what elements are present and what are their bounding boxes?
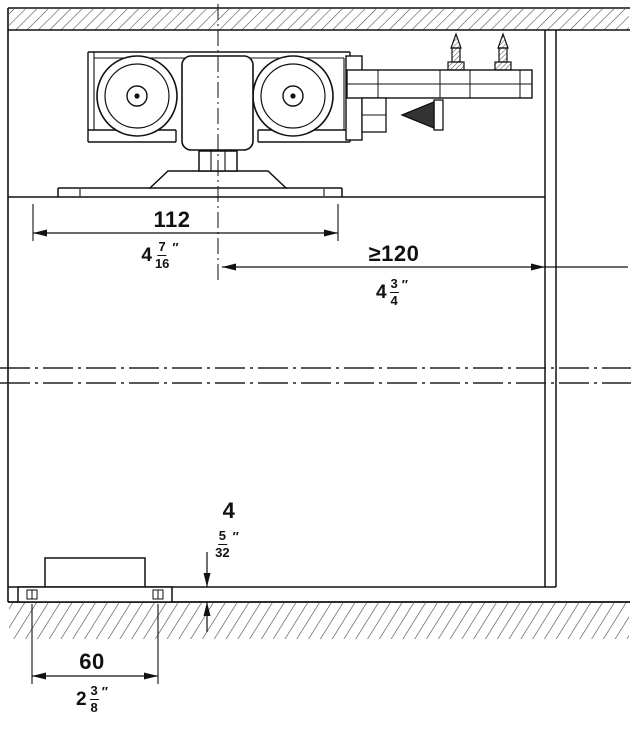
floor-section bbox=[8, 601, 630, 639]
inch-mark: ″ bbox=[232, 529, 239, 544]
fraction-numerator: 5 bbox=[217, 528, 227, 545]
stop-wedge bbox=[400, 99, 444, 131]
guide-base-plate bbox=[17, 586, 173, 603]
dimension-floor-gap bbox=[203, 552, 211, 632]
break-lines bbox=[0, 367, 631, 384]
guide-block bbox=[44, 557, 146, 588]
ceiling-screw-left bbox=[447, 32, 465, 71]
fraction-denominator: 8 bbox=[90, 699, 98, 715]
dim-120-mm-label: ≥120 bbox=[368, 241, 420, 266]
dim-4-inch-label: 5 32 ″ bbox=[215, 529, 239, 559]
floor-hatch bbox=[9, 603, 629, 639]
dimension-60 bbox=[31, 604, 159, 684]
inch-mark: ″ bbox=[172, 240, 179, 255]
arrowhead bbox=[32, 672, 46, 680]
arrowhead bbox=[324, 229, 338, 237]
imperial-fraction: 5 32 bbox=[215, 529, 229, 559]
door-leaf bbox=[8, 196, 556, 588]
arrowhead bbox=[203, 573, 211, 587]
floor-guide bbox=[17, 557, 173, 603]
fraction-numerator: 3 bbox=[389, 276, 399, 293]
fixing-bracket bbox=[346, 69, 533, 99]
dim-60-mm-label: 60 bbox=[79, 649, 105, 674]
dim-120-inch-label: 4 3 4 ″ bbox=[376, 277, 408, 307]
dim-112-inch-label: 4 7 16 ″ bbox=[141, 240, 178, 270]
ceiling-screw-right bbox=[494, 32, 512, 71]
ceiling-section bbox=[8, 7, 630, 31]
arrowhead bbox=[222, 263, 236, 271]
fraction-denominator: 4 bbox=[390, 292, 398, 308]
dimension-112 bbox=[32, 204, 339, 241]
mounting-plate bbox=[57, 170, 343, 197]
wall-jamb bbox=[544, 30, 557, 587]
arrowhead bbox=[531, 263, 545, 271]
wedge-tip bbox=[400, 101, 435, 129]
fraction-denominator: 32 bbox=[215, 544, 230, 560]
inch-mark: ″ bbox=[401, 277, 409, 292]
arrowhead bbox=[144, 672, 158, 680]
dim-4-mm-label: 4 bbox=[222, 498, 236, 523]
ceiling-hatch bbox=[9, 9, 629, 30]
fraction-numerator: 7 bbox=[157, 239, 167, 256]
inch-mark: ″ bbox=[101, 684, 109, 699]
imperial-fraction: 3 8 bbox=[89, 683, 99, 715]
dim-112-mm-label: 112 bbox=[153, 207, 191, 232]
fraction-denominator: 16 bbox=[154, 255, 170, 271]
imperial-whole: 4 bbox=[375, 281, 387, 303]
dim-60-inch-label: 2 3 8 ″ bbox=[76, 684, 108, 714]
roller-wheel-left bbox=[96, 55, 178, 137]
arrowhead bbox=[33, 229, 47, 237]
fraction-numerator: 3 bbox=[89, 683, 99, 700]
dimension-120 bbox=[222, 263, 628, 271]
imperial-fraction: 3 4 bbox=[389, 276, 399, 308]
roller-wheel-right bbox=[252, 55, 334, 137]
imperial-fraction: 7 16 bbox=[155, 240, 169, 270]
arrowhead bbox=[203, 602, 211, 616]
imperial-whole: 4 bbox=[141, 244, 152, 266]
clamp-block bbox=[361, 97, 387, 133]
imperial-whole: 2 bbox=[75, 688, 87, 710]
